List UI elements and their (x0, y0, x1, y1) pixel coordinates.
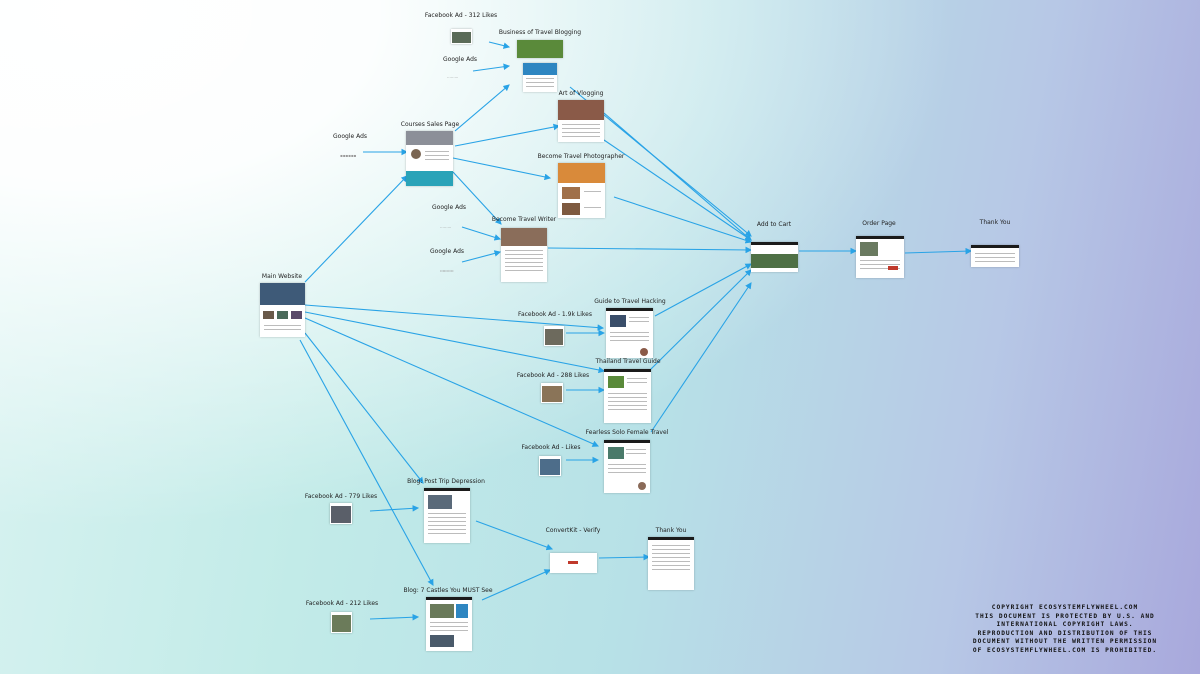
flow-arrow (481, 569, 552, 601)
flow-arrow (304, 317, 600, 447)
blog-post-trip-depression-page (424, 488, 470, 543)
node-label-fearless-solo: Fearless Solo Female Travel (585, 429, 669, 436)
flow-arrow (369, 613, 420, 621)
convertkit-verify-page (550, 553, 597, 573)
fb-ad-312-thumbnail (451, 29, 472, 44)
copyright-line-4: REPRODUCTION AND DISTRIBUTION OF THIS (977, 629, 1153, 637)
become-travel-photographer-page (558, 163, 605, 218)
guide-travel-hacking-page (606, 308, 653, 358)
copyright-line-2: THIS DOCUMENT IS PROTECTED BY U.S. AND (975, 612, 1155, 620)
flow-arrow (654, 263, 752, 317)
fb-ad-779-thumbnail (330, 503, 352, 524)
thank-you-page-2 (648, 537, 694, 590)
copyright-line-1: COPYRIGHT ECOSYSTEMFLYWHEEL.COM (991, 604, 1139, 611)
node-label-fb-212: Facebook Ad - 212 Likes (305, 600, 379, 607)
copyright-notice: COPYRIGHT ECOSYSTEMFLYWHEEL.COM THIS DOC… (955, 604, 1175, 655)
art-of-vlogging-page (558, 100, 604, 142)
fb-ad-212-thumbnail (331, 612, 352, 633)
flow-arrow (454, 84, 510, 132)
flow-arrow (452, 157, 552, 181)
node-label-add-to-cart: Add to Cart (756, 221, 792, 228)
node-label-fb-19k: Facebook Ad - 1.9k Likes (518, 311, 592, 318)
copyright-line-3: INTERNATIONAL COPYRIGHT LAWS. (996, 621, 1134, 628)
node-label-thailand-travel-guide: Thailand Travel Guide (595, 358, 661, 365)
node-label-google-ads-2: Google Ads (333, 133, 367, 140)
flow-arrow (547, 246, 753, 254)
node-label-order-page: Order Page (862, 220, 896, 227)
flow-arrow (649, 269, 752, 371)
google-ads-2-thumbnail: ▪▪▪▪▪▪ (340, 153, 357, 158)
node-label-main-website: Main Website (261, 273, 303, 280)
google-ads-3-thumbnail: ········· (440, 225, 452, 230)
courses-sales-page (406, 131, 453, 186)
node-label-blog-post-trip: Blog: Post Trip Depression (407, 478, 485, 485)
flow-arrow (598, 553, 651, 561)
flow-arrow (452, 171, 502, 225)
flow-arrow (461, 250, 502, 263)
fearless-solo-female-travel-page (604, 440, 650, 493)
flow-arrow (304, 311, 606, 374)
flow-arrow (603, 139, 752, 241)
node-label-courses-sales-page: Courses Sales Page (400, 121, 460, 128)
google-ads-1-thumbnail: ········· (447, 75, 459, 80)
node-label-guide-travel-hacking: Guide to Travel Hacking (594, 298, 666, 305)
node-label-convertkit-verify: ConvertKit - Verify (545, 527, 601, 534)
node-label-thank-you-1: Thank You (979, 219, 1011, 226)
node-label-business-travel-blogging: Business of Travel Blogging (498, 29, 582, 36)
business-travel-blogging-page (517, 40, 563, 58)
add-to-cart-page (751, 242, 798, 272)
node-label-fb-779: Facebook Ad - 779 Likes (304, 493, 378, 500)
node-label-google-ads-1: Google Ads (443, 56, 477, 63)
become-travel-writer-page (501, 228, 547, 282)
flow-arrow (304, 175, 408, 283)
copyright-line-5: DOCUMENT WITHOUT THE WRITTEN PERMISSION (972, 638, 1158, 645)
flow-arrow (475, 520, 554, 551)
fb-ad-19k-thumbnail (544, 326, 564, 346)
business-travel-blogging-page-2 (523, 63, 557, 92)
google-ads-4-thumbnail: ▫▫▫▫▫ (440, 268, 454, 273)
thank-you-page-1 (971, 245, 1019, 267)
flow-arrow (454, 123, 561, 147)
flow-arrow (904, 247, 973, 255)
flow-arrow (304, 332, 424, 484)
node-label-google-ads-4: Google Ads (430, 248, 464, 255)
node-label-art-of-vlogging: Art of Vlogging (558, 90, 604, 97)
node-label-google-ads-3: Google Ads (432, 204, 466, 211)
order-page (856, 236, 904, 278)
flow-arrow (461, 226, 502, 241)
node-label-become-travel-writer: Become Travel Writer (491, 216, 557, 223)
flow-arrow (304, 304, 605, 331)
copyright-line-6: OF ECOSYSTEMFLYWHEEL.COM IS PROHIBITED. (972, 646, 1158, 654)
blog-castles-page (426, 597, 472, 651)
node-label-fb-likes: Facebook Ad - Likes (521, 444, 581, 451)
flow-arrow (603, 112, 752, 241)
flow-arrow (613, 196, 753, 244)
node-label-blog-castles: Blog: 7 Castles You MUST See (403, 587, 493, 594)
flow-arrow (472, 63, 511, 72)
fb-ad-likes-thumbnail (539, 456, 561, 476)
node-label-become-travel-photographer: Become Travel Photographer (537, 153, 625, 160)
flow-arrow (650, 282, 752, 433)
node-label-fb-312: Facebook Ad - 312 Likes (424, 12, 498, 19)
flow-arrow (369, 505, 420, 512)
node-label-fb-288: Facebook Ad - 288 Likes (516, 372, 590, 379)
flow-arrow (488, 41, 511, 49)
thailand-travel-guide-page (604, 369, 651, 423)
node-label-thank-you-2: Thank You (655, 527, 687, 534)
fb-ad-288-thumbnail (541, 383, 563, 403)
main-website-page (260, 283, 305, 337)
flow-arrow (299, 339, 434, 586)
